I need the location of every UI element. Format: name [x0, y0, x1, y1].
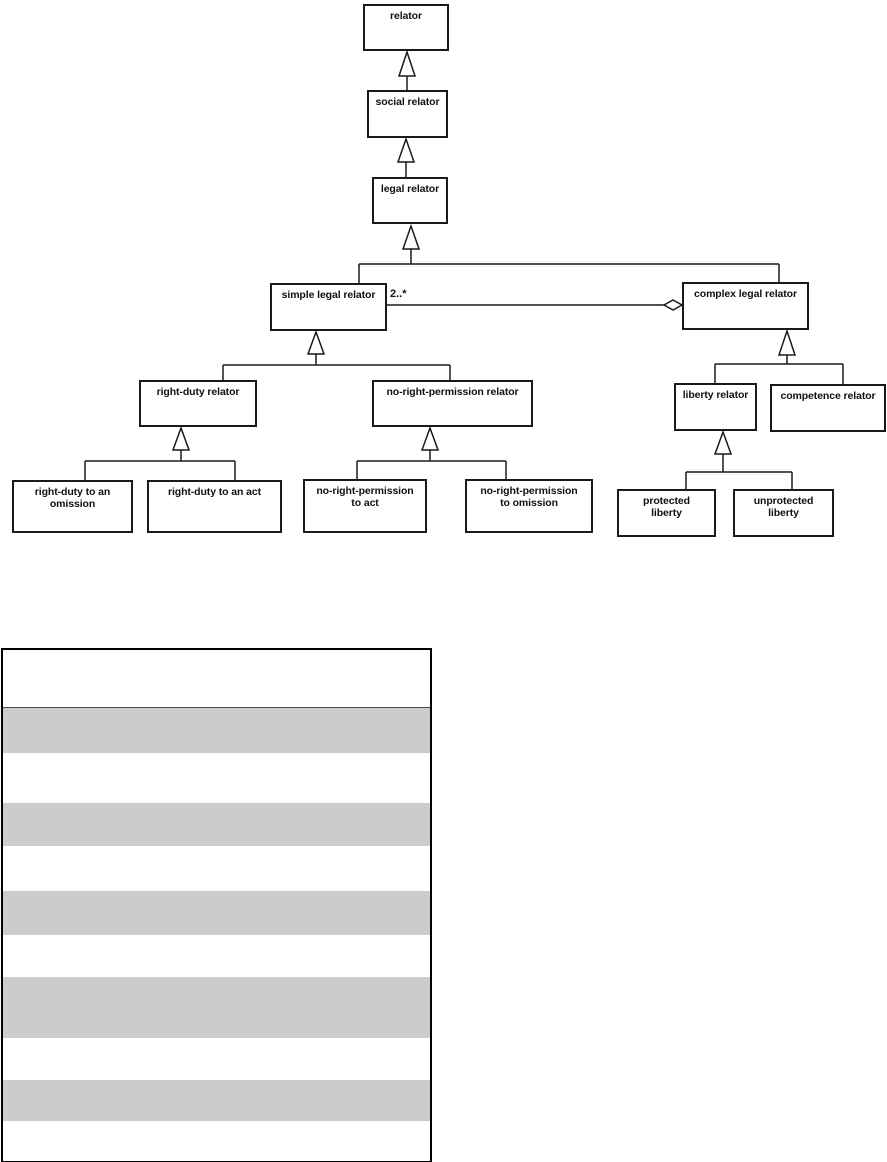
- generalization-arrow: [396, 136, 416, 163]
- class-box-right-duty-to-an-act: right-duty to an act: [147, 480, 282, 533]
- class-box-unprotected-liberty: unprotected liberty: [733, 489, 834, 537]
- table-header-row: [3, 650, 430, 708]
- table-row: [3, 803, 430, 846]
- class-box-competence-relator: competence relator: [770, 384, 886, 432]
- uml-class-diagram: relator social relator legal relator sim…: [12, 4, 886, 537]
- generalization-arrow: [777, 328, 797, 356]
- generalization-arrow: [397, 49, 417, 77]
- class-box-no-right-permission-to-omission: no-right-permission to omission: [465, 479, 593, 533]
- class-box-no-right-permission-to-act: no-right-permission to act: [303, 479, 427, 533]
- class-box-relator: relator: [363, 4, 449, 51]
- table-row: [3, 1038, 430, 1080]
- blank-striped-table: [1, 648, 432, 1162]
- class-box-simple-legal-relator: simple legal relator: [270, 283, 387, 331]
- generalization-arrow: [171, 425, 191, 451]
- diagram-connectors: [84, 49, 844, 489]
- table-row: [3, 891, 430, 935]
- multiplicity-label: 2..*: [390, 288, 407, 300]
- class-box-liberty-relator: liberty relator: [674, 383, 757, 431]
- table-row: [3, 846, 430, 891]
- class-box-right-duty-relator: right-duty relator: [139, 380, 257, 427]
- table-row: [3, 935, 430, 977]
- class-box-legal-relator: legal relator: [372, 177, 448, 224]
- table-row: [3, 753, 430, 803]
- aggregation-diamond: [662, 299, 684, 311]
- generalization-arrow: [713, 429, 733, 455]
- table-row: [3, 977, 430, 1038]
- table-row: [3, 1121, 430, 1161]
- class-box-complex-legal-relator: complex legal relator: [682, 282, 809, 330]
- table-row: [3, 1080, 430, 1121]
- table-row: [3, 708, 430, 753]
- class-box-protected-liberty: protected liberty: [617, 489, 716, 537]
- class-box-social-relator: social relator: [367, 90, 448, 138]
- generalization-arrow: [401, 223, 421, 250]
- generalization-arrow: [420, 425, 440, 451]
- generalization-arrow: [306, 329, 326, 355]
- class-box-right-duty-to-an-omission: right-duty to an omission: [12, 480, 133, 533]
- class-box-no-right-permission-relator: no-right-permission relator: [372, 380, 533, 427]
